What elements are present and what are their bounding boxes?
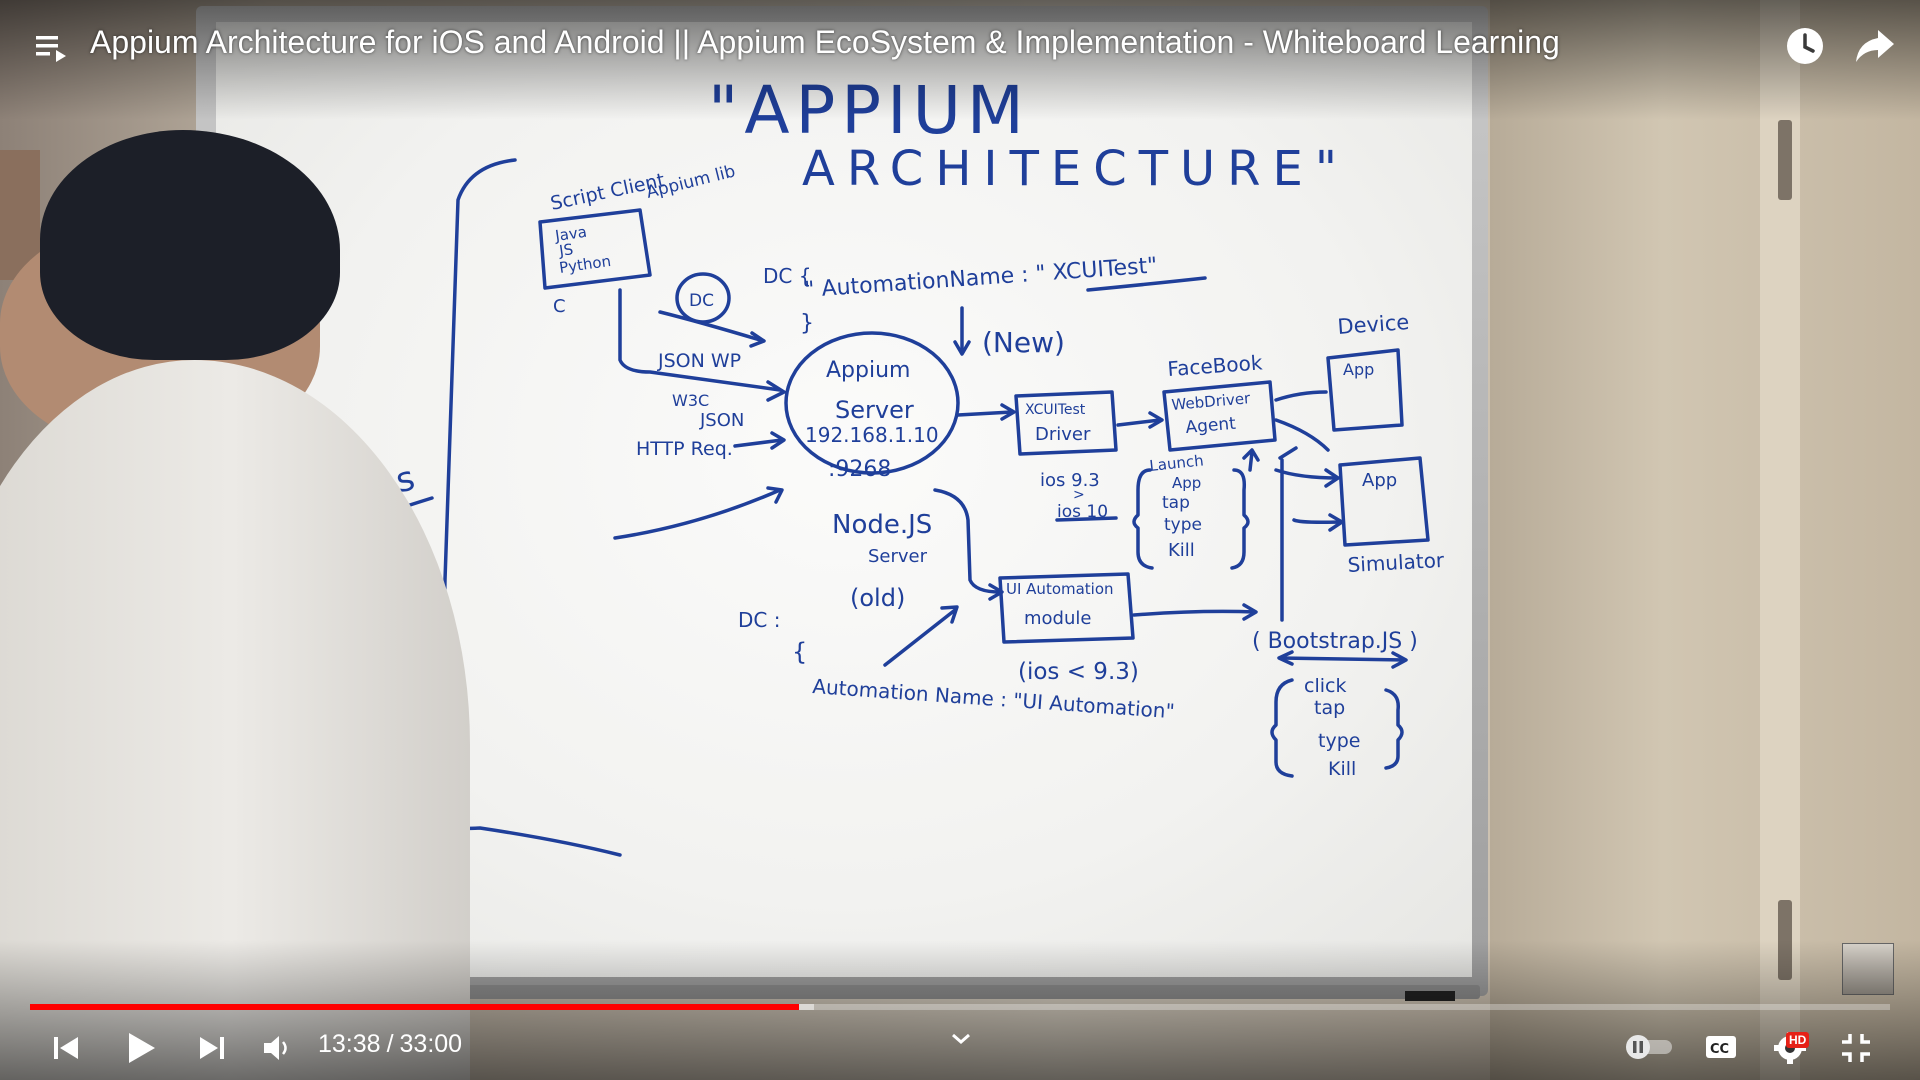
current-time: 13:38: [318, 1030, 381, 1058]
ios-version-b: ios 10: [1057, 502, 1108, 522]
ios10-underline: [1055, 516, 1118, 522]
simulator-label: Simulator: [1347, 548, 1445, 577]
client-server-arrow: [618, 288, 782, 392]
uia-bootstrap-line: [1132, 609, 1257, 617]
bootstrap-actions-brace: [1270, 678, 1294, 778]
old-label: (old): [850, 584, 905, 612]
uia-label-1: UI Automation: [1006, 580, 1114, 598]
hd-badge: HD: [1786, 1032, 1810, 1048]
wall: [1490, 0, 1920, 1080]
client-box: [538, 208, 652, 290]
duration: 33:00: [399, 1030, 463, 1058]
nodejs-label: Node.JS: [832, 510, 932, 540]
play-icon[interactable]: [124, 1030, 158, 1066]
simulator-app-box: [1338, 456, 1430, 547]
old-arrow: [883, 608, 957, 667]
time-separator: /: [386, 1030, 394, 1058]
device-app-label: App: [1343, 360, 1374, 379]
dc-old: DC :: [738, 608, 780, 632]
driver-wda-arrow: [1116, 418, 1162, 427]
client-language-js: JS: [557, 240, 574, 260]
presenter-cap: [40, 130, 340, 360]
new-label: (New): [982, 326, 1065, 359]
device-label: Device: [1337, 310, 1410, 339]
xcuitest-underline: [1086, 276, 1207, 292]
wda-device-arrow: [1274, 390, 1328, 402]
progress-bar[interactable]: [30, 1004, 1890, 1010]
facebook-label: FaceBook: [1167, 350, 1264, 381]
wda-label-1: WebDriver: [1171, 389, 1252, 414]
device-app-box: [1326, 348, 1404, 432]
dc-open: DC {: [763, 264, 811, 288]
bootstrap-action-tap: tap: [1314, 697, 1345, 719]
agent-actions-brace: [1132, 468, 1154, 570]
bootstrap-label: ( Bootstrap.JS ): [1252, 629, 1418, 654]
bootstrap-action-kill: Kill: [1328, 758, 1356, 780]
http-req-label: HTTP Req.: [636, 438, 733, 460]
w3c-label: W3C: [672, 391, 709, 410]
playlist-icon[interactable]: [34, 30, 70, 66]
ios-lt-label: (ios < 9.3): [1018, 659, 1139, 685]
ios-version-gt: >: [1073, 487, 1085, 503]
appium-lib-label: Appium lib: [644, 161, 737, 202]
autoplay-toggle-icon[interactable]: [1624, 1034, 1676, 1060]
volume-icon[interactable]: [262, 1034, 294, 1062]
video-title[interactable]: Appium Architecture for iOS and Android …: [90, 24, 1560, 60]
uia-label-2: module: [1024, 608, 1091, 629]
agent-action-kill: Kill: [1168, 540, 1195, 561]
xcuitest-driver-label-1: XCUITest: [1025, 402, 1086, 418]
wda-sim-arrow: [1274, 468, 1340, 480]
simulator-app-label: App: [1362, 470, 1397, 491]
json-label: JSON: [699, 410, 744, 431]
curved-arrow: [613, 488, 782, 540]
automation-name-new: " AutomationName : " XCUITest": [804, 253, 1158, 303]
dc-old-brace: {: [792, 638, 807, 666]
top-overlay: [0, 0, 1920, 120]
http-arrow: [733, 438, 784, 448]
agent-action-tap: tap: [1162, 493, 1190, 513]
dc-close: }: [800, 311, 814, 336]
bottom-overlay: [0, 940, 1920, 1080]
server-uia-line: [933, 488, 1002, 594]
watch-later-icon[interactable]: [1785, 26, 1825, 66]
wda-box: [1162, 380, 1277, 452]
next-icon[interactable]: [196, 1034, 226, 1062]
bootstrap-action-type: type: [1318, 730, 1360, 752]
server-label-1: Appium: [826, 358, 910, 383]
agent-action-type: type: [1164, 515, 1202, 535]
server-label-2: Server: [835, 396, 914, 424]
client-letter: C: [553, 296, 566, 317]
appium-server-circle: [784, 331, 960, 475]
ios-version-a: ios 9.3: [1040, 470, 1100, 491]
wda-label-2: Agent: [1185, 414, 1237, 438]
dc-arrow: [658, 310, 762, 342]
door-hinge: [1778, 120, 1792, 200]
previous-icon[interactable]: [52, 1034, 82, 1062]
nodejs-server-label: Server: [868, 546, 928, 567]
agent-action-app: App: [1172, 474, 1201, 492]
progress-track: [30, 1004, 1890, 1010]
xcuitest-driver-label-2: Driver: [1035, 424, 1091, 445]
uia-module-box: [998, 572, 1135, 644]
client-language-java: Java: [553, 223, 588, 245]
board-title-line2: ARCHITECTURE": [802, 141, 1349, 197]
chevron-down-icon[interactable]: [948, 1030, 974, 1048]
share-icon[interactable]: [1852, 26, 1896, 66]
exit-fullscreen-icon[interactable]: [1840, 1032, 1872, 1064]
bootstrap-action-click: click: [1304, 675, 1346, 697]
server-port: :9268: [828, 457, 891, 482]
dc-circle-label: DC: [689, 291, 714, 311]
server-ip: 192.168.1.10: [805, 423, 939, 447]
progress-played: [30, 1004, 799, 1010]
bootstrap-arrow: [1278, 656, 1407, 662]
captions-icon[interactable]: CC: [1704, 1034, 1738, 1060]
server-driver-arrow: [956, 410, 1014, 417]
agent-action-launch: Launch: [1149, 451, 1205, 475]
jsonwp-label: JSON WP: [657, 350, 741, 372]
xcuitest-driver-box: [1014, 390, 1118, 456]
svg-text:CC: CC: [1710, 1042, 1729, 1057]
time-display: 13:38/33:00: [318, 1030, 462, 1059]
